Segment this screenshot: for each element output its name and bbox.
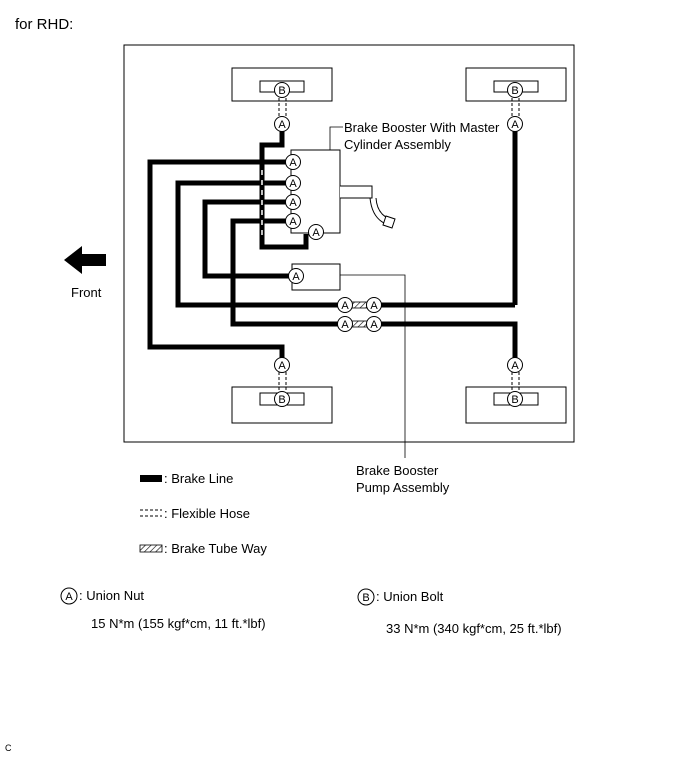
svg-text:A: A [289,216,297,228]
torque-union-nut-value: 15 N*m (155 kgf*cm, 11 ft.*lbf) [91,616,266,631]
booster-label-line2: Cylinder Assembly [344,137,451,152]
union-bolt-marker: B [507,82,523,98]
legend-brake-tube-way-label: : Brake Tube Way [164,541,267,556]
torque-union-bolt-marker: B [357,588,375,606]
svg-text:A: A [341,319,349,331]
svg-text:A: A [65,591,73,603]
flexible-hose-front-right [511,98,520,117]
pump-leader-line [340,274,406,458]
union-nut-marker: A [288,268,304,284]
brake-line-pump [202,199,292,279]
svg-text:B: B [362,592,369,604]
legend-flexible-hose-icon [140,509,162,517]
svg-text:A: A [370,300,378,312]
svg-text:B: B [278,394,285,406]
union-nut-marker: A [337,297,353,313]
brake-line-rear-left [147,159,286,358]
svg-text:A: A [289,178,297,190]
svg-text:A: A [511,360,519,372]
front-label: Front [71,285,102,300]
union-nut-marker: A [285,154,301,170]
torque-union-bolt-value: 33 N*m (340 kgf*cm, 25 ft.*lbf) [386,621,562,636]
brake-line-front-right [175,180,339,308]
flexible-hose-front-left [278,98,287,117]
union-nut-marker: A [274,116,290,132]
union-bolt-marker: B [274,82,290,98]
page-heading: for RHD: [15,16,73,33]
union-nut-marker: A [507,357,523,373]
svg-text:A: A [289,157,297,169]
flexible-hose-rear-right [511,372,520,391]
torque-union-nut-label: : Union Nut [79,588,144,603]
brake-line-front-left [259,131,309,250]
svg-text:B: B [511,85,518,97]
union-nut-marker: A [285,213,301,229]
svg-text:B: B [511,394,518,406]
brake-line-rear-right-run [381,321,518,358]
svg-text:A: A [312,227,320,239]
svg-text:A: A [289,197,297,209]
brake-line-rear-right [230,218,339,327]
front-arrow-icon [64,246,106,274]
svg-text:A: A [278,360,286,372]
union-nut-marker: A [366,316,382,332]
union-nut-marker: A [366,297,382,313]
union-nut-marker: A [308,224,324,240]
union-nut-marker: A [337,316,353,332]
torque-union-nut-marker: A [60,587,78,605]
flexible-hose-rear-left [278,372,287,391]
torque-union-bolt-label: : Union Bolt [376,589,444,604]
booster-leader-line [316,126,343,151]
pump-label-line2: Pump Assembly [356,480,450,495]
svg-text:A: A [341,300,349,312]
union-nut-marker: A [285,194,301,210]
svg-text:A: A [292,271,300,283]
brake-booster-master-cylinder [290,149,396,234]
legend-flexible-hose-label: : Flexible Hose [164,506,250,521]
union-bolt-marker: B [507,391,523,407]
svg-text:A: A [511,119,519,131]
union-bolt-marker: B [274,391,290,407]
legend-brake-line-label: : Brake Line [164,471,233,486]
footer-code: C [5,743,12,753]
vehicle-frame [123,44,575,443]
union-nut-marker: A [507,116,523,132]
legend-brake-line-icon [140,475,162,482]
svg-text:A: A [370,319,378,331]
svg-text:A: A [278,119,286,131]
pump-label-line1: Brake Booster [356,463,439,478]
union-nut-marker: A [274,357,290,373]
legend-brake-tube-way-icon [139,544,163,553]
booster-label-line1: Brake Booster With Master [344,120,500,135]
svg-text:B: B [278,85,285,97]
union-nut-marker: A [285,175,301,191]
